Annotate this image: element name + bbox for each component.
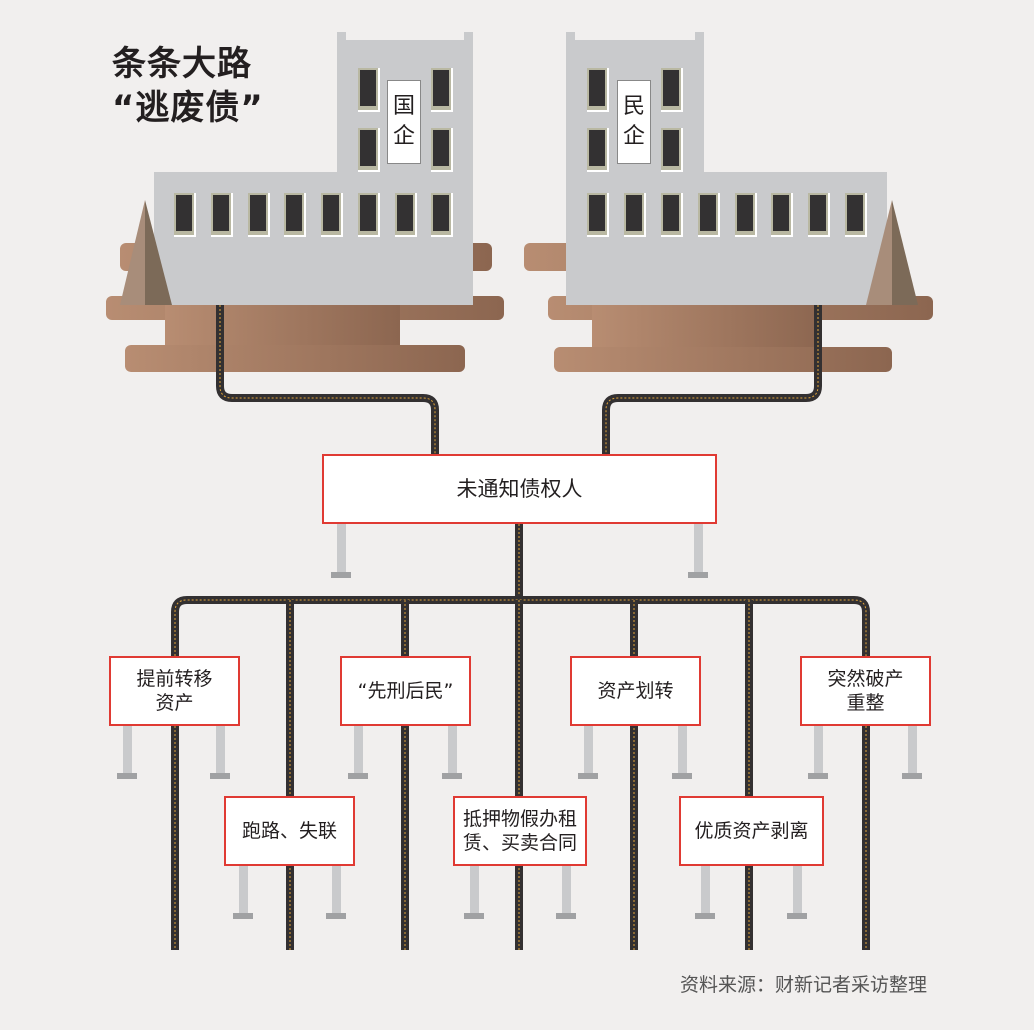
branch-label-line: 重整	[846, 692, 885, 714]
sign-post-base	[233, 913, 253, 919]
branch-sign-criminal-first: “先刑后民”	[340, 656, 471, 726]
tree-right-icon	[866, 200, 918, 305]
building-soe-windows	[174, 68, 453, 237]
tree-left-icon	[120, 200, 172, 305]
window	[589, 195, 605, 231]
window	[286, 195, 302, 231]
road-center-line	[605, 305, 819, 454]
hub-sign-label: 未通知债权人	[456, 477, 583, 501]
sign-post-base	[117, 773, 137, 779]
window	[176, 195, 192, 231]
sign-post-base	[808, 773, 828, 779]
window	[700, 195, 716, 231]
branch-label-line: 跑路、失联	[241, 820, 337, 842]
branch-label-line: 提前转移	[136, 668, 213, 690]
sign-post	[584, 726, 593, 773]
sign-post-base	[556, 913, 576, 919]
sign-post	[448, 726, 457, 773]
page-title: 条条大路 “逃废债”	[112, 42, 264, 130]
window	[433, 195, 449, 231]
branch-label-line: 突然破产	[827, 668, 904, 690]
branch-sign-transfer-assets: 提前转移 资产	[109, 656, 240, 726]
sign-post-base	[672, 773, 692, 779]
sign-post	[337, 524, 346, 572]
sign-post-base	[348, 773, 368, 779]
source-note: 资料来源：财新记者采访整理	[680, 974, 928, 996]
building-private-windows	[587, 68, 867, 237]
building-label-char: 国	[392, 94, 415, 119]
branch-label-line: 资产划转	[597, 680, 674, 702]
building-label-char: 企	[392, 124, 415, 149]
sign-post	[239, 866, 248, 913]
sign-post	[701, 866, 710, 913]
sign-post	[908, 726, 917, 773]
building-label-char: 民	[622, 94, 645, 119]
window	[589, 130, 605, 166]
title-line-1: 条条大路	[112, 44, 252, 84]
sign-post-base	[902, 773, 922, 779]
window	[773, 195, 789, 231]
branch-sign-sudden-bankruptcy: 突然破产 重整	[800, 656, 931, 726]
window	[250, 195, 266, 231]
hub-sign: 未通知债权人	[322, 454, 717, 524]
branch-label-line: 赁、买卖合同	[462, 832, 577, 854]
window	[737, 195, 753, 231]
branch-label-line: “先刑后民”	[357, 680, 454, 702]
window	[397, 195, 413, 231]
sign-post-base	[695, 913, 715, 919]
building-private	[566, 32, 887, 305]
building-label-char: 企	[622, 124, 645, 149]
sign-post-base	[578, 773, 598, 779]
branch-sign-asset-transfer: 资产划转	[570, 656, 701, 726]
sign-post-base	[210, 773, 230, 779]
window	[323, 195, 339, 231]
sign-post-base	[326, 913, 346, 919]
sign-post-base	[688, 572, 708, 578]
sign-post-base	[787, 913, 807, 919]
sign-post	[793, 866, 802, 913]
window	[589, 70, 605, 106]
window	[626, 195, 642, 231]
sign-post	[123, 726, 132, 773]
window	[433, 70, 449, 106]
building-label-soe: 国 企	[387, 80, 421, 164]
sign-post	[354, 726, 363, 773]
window	[360, 70, 376, 106]
window	[213, 195, 229, 231]
branch-label-line: 优质资产剥离	[694, 820, 809, 842]
window	[360, 195, 376, 231]
sign-post	[216, 726, 225, 773]
window	[663, 130, 679, 166]
branch-label-line: 抵押物假办租	[462, 808, 577, 830]
sign-post	[562, 866, 571, 913]
window	[360, 130, 376, 166]
building-label-private: 民 企	[617, 80, 651, 164]
sign-post-base	[464, 913, 484, 919]
sign-posts	[117, 524, 922, 919]
sign-post-base	[442, 773, 462, 779]
window	[663, 70, 679, 106]
window	[810, 195, 826, 231]
road-center-line	[219, 305, 436, 454]
branch-sign-abscond: 跑路、失联	[224, 796, 355, 866]
sign-post	[332, 866, 341, 913]
window	[663, 195, 679, 231]
sign-post	[470, 866, 479, 913]
title-line-2: “逃废债”	[112, 88, 264, 128]
sign-post-base	[331, 572, 351, 578]
sign-post	[694, 524, 703, 572]
sign-post	[678, 726, 687, 773]
branch-label-line: 资产	[155, 692, 194, 714]
sign-post	[814, 726, 823, 773]
window	[433, 130, 449, 166]
window	[847, 195, 863, 231]
branch-sign-fake-contracts: 抵押物假办租 赁、买卖合同	[453, 796, 587, 866]
branch-sign-asset-stripping: 优质资产剥离	[679, 796, 824, 866]
